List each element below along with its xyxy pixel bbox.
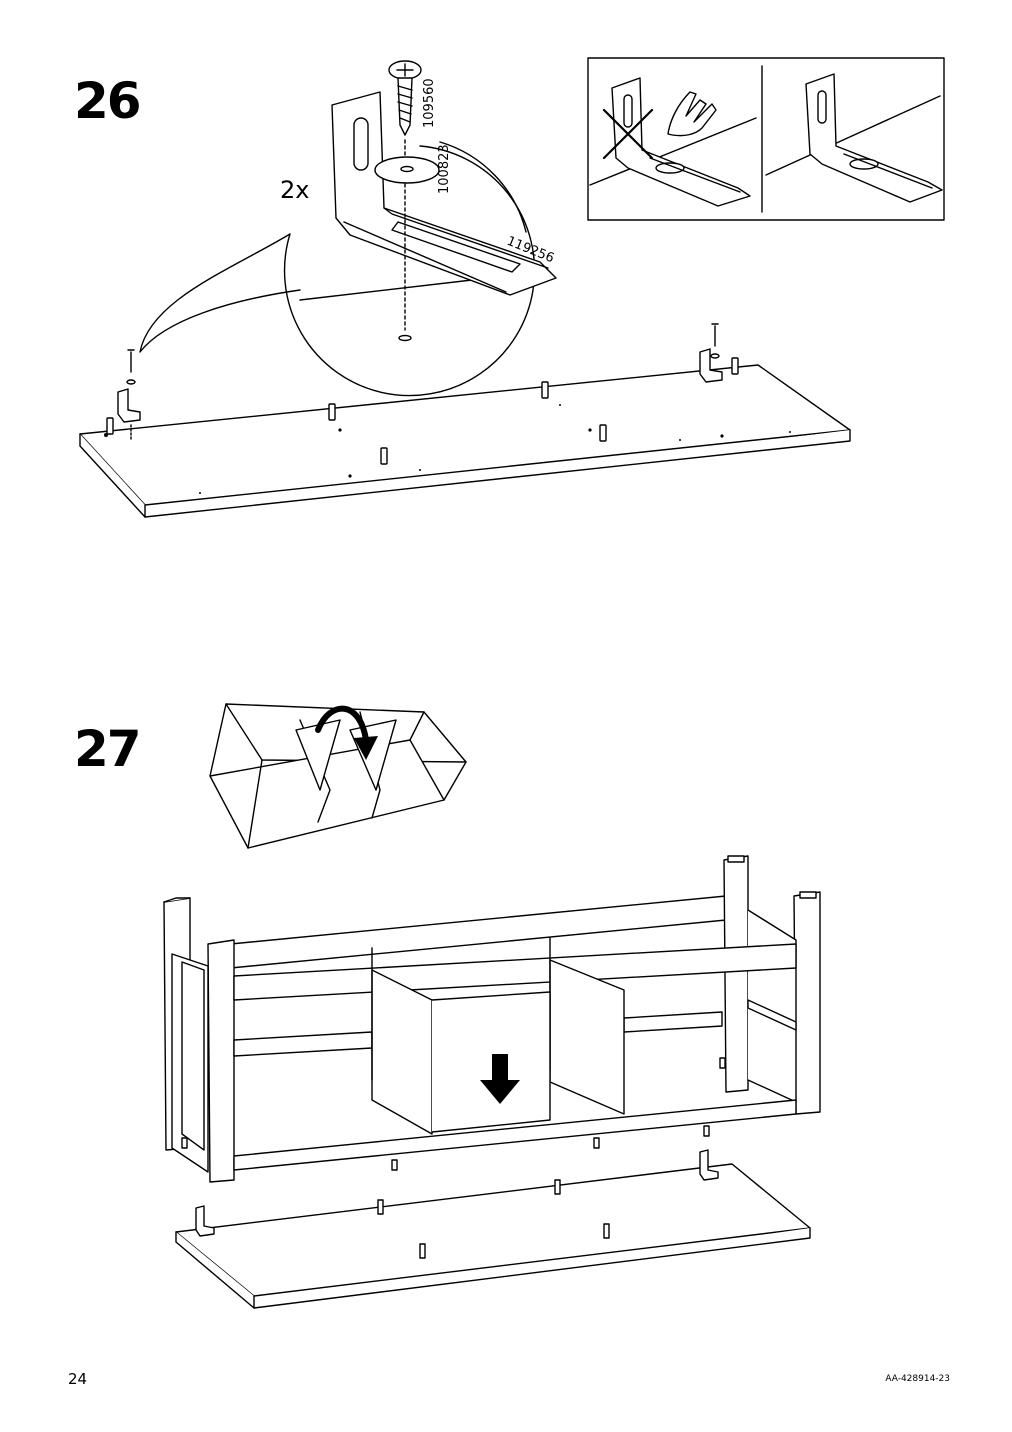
- screw-icon: [126, 323, 720, 441]
- quantity-label: 2x: [280, 176, 309, 204]
- step-number: 26: [74, 72, 142, 130]
- document-code: AA-428914-23: [885, 1374, 950, 1384]
- bracket-icon: [195, 1149, 719, 1237]
- hand-icon: [667, 91, 717, 137]
- part-number: 109560: [422, 78, 437, 128]
- part-number: 100823: [437, 144, 452, 194]
- dowel-icon: [377, 1179, 610, 1259]
- down-arrow-icon: [480, 1054, 520, 1104]
- cross-icon: [602, 108, 654, 160]
- bracket-icon: [117, 348, 723, 423]
- page-number: 24: [68, 1370, 88, 1388]
- bottom-panel: [175, 1163, 811, 1309]
- dowel-icon: [106, 357, 739, 465]
- screw-icon: [388, 60, 422, 136]
- magnified-detail: [283, 60, 557, 397]
- dowel-icon: [181, 1057, 726, 1171]
- bottom-panel: [79, 364, 851, 518]
- washer-icon: [374, 156, 440, 184]
- callout-tail: [139, 233, 301, 353]
- step-number: 27: [74, 720, 142, 778]
- frame-thumbnail: [209, 703, 467, 849]
- instruction-inset: [587, 57, 945, 221]
- rotate-arrow-icon: [315, 705, 378, 760]
- cabinet-frame: [163, 855, 821, 1183]
